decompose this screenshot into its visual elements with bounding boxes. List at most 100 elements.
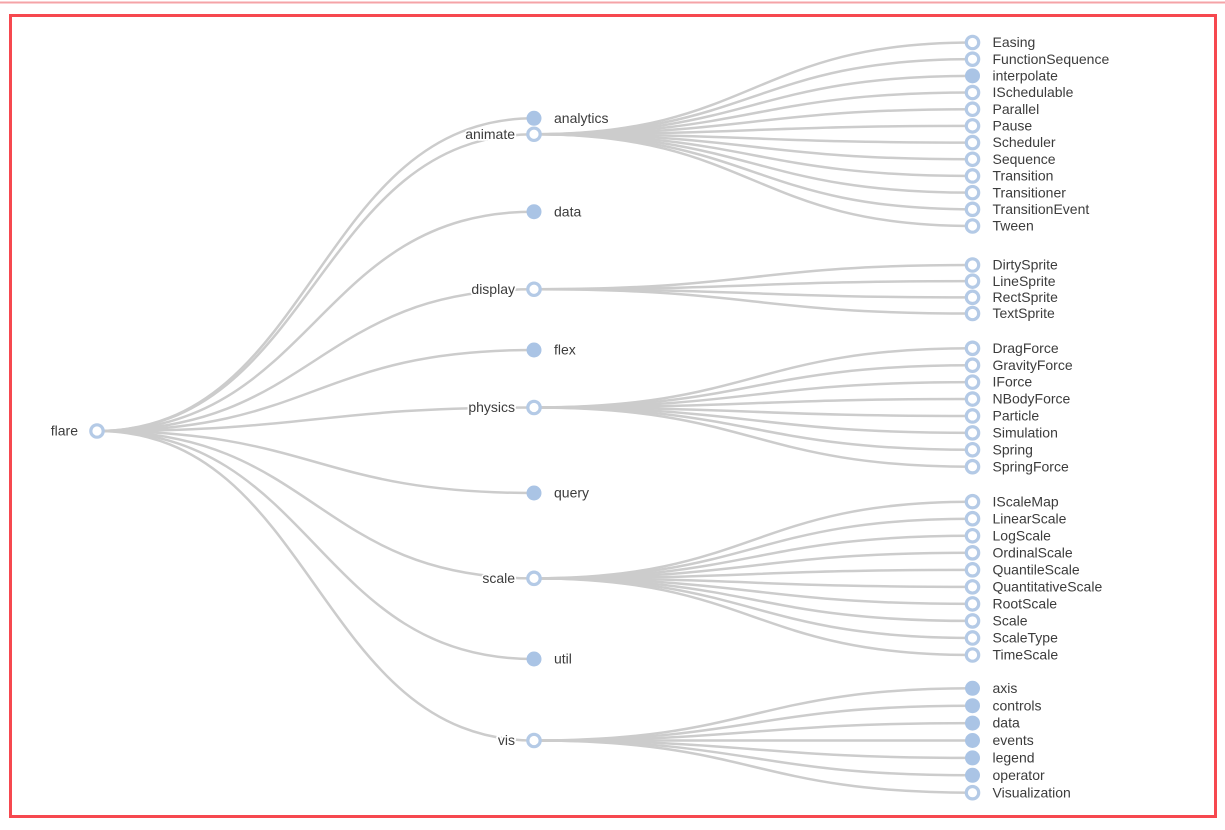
node-circle-collapsed[interactable] — [965, 715, 980, 731]
node-circle-leaf[interactable] — [964, 51, 981, 67]
node-circle-leaf[interactable] — [964, 630, 981, 646]
node-circle-leaf[interactable] — [964, 273, 981, 289]
node-circle-collapsed[interactable] — [526, 342, 542, 358]
node-circle-leaf[interactable] — [964, 134, 981, 151]
tree-node-flare-query[interactable]: query — [526, 483, 591, 502]
node-circle-expanded[interactable] — [526, 732, 542, 749]
node-circle-leaf[interactable] — [964, 118, 981, 134]
tree-node-flare-vis-axis[interactable]: axis — [965, 678, 1019, 698]
node-circle-collapsed[interactable] — [526, 485, 542, 501]
node-circle-leaf[interactable] — [964, 510, 981, 527]
tree-node-flare-scale-LogScale[interactable]: LogScale — [964, 526, 1053, 545]
node-circle-collapsed[interactable] — [965, 767, 980, 783]
node-circle-leaf[interactable] — [964, 101, 981, 118]
tree-node-flare-animate-Pause[interactable]: Pause — [964, 116, 1034, 135]
tree-node-flare-analytics[interactable]: analytics — [526, 108, 610, 128]
node-circle-leaf[interactable] — [964, 647, 981, 663]
node-circle-collapsed[interactable] — [526, 204, 542, 220]
tree-node-flare-vis[interactable]: vis — [496, 730, 542, 750]
tree-node-flare-display-DirtySprite[interactable]: DirtySprite — [964, 255, 1060, 274]
tree-node-flare-animate-TransitionEvent[interactable]: TransitionEvent — [964, 199, 1091, 219]
node-circle-collapsed[interactable] — [965, 698, 980, 714]
node-circle-leaf[interactable] — [964, 613, 981, 629]
node-circle-leaf[interactable] — [964, 596, 981, 612]
node-circle-collapsed[interactable] — [526, 110, 542, 126]
node-circle-collapsed[interactable] — [965, 733, 980, 748]
tree-node-flare-animate-ISchedulable[interactable]: ISchedulable — [964, 82, 1075, 102]
tree-node-flare-scale-TimeScale[interactable]: TimeScale — [964, 645, 1060, 664]
node-circle-leaf[interactable] — [964, 340, 981, 357]
tree-node-flare-animate-Easing[interactable]: Easing — [964, 32, 1037, 52]
node-circle-leaf[interactable] — [964, 257, 981, 273]
tree-node-flare-scale-OrdinalScale[interactable]: OrdinalScale — [964, 543, 1075, 562]
tree-node-flare-data[interactable]: data — [526, 202, 583, 221]
tree-node-flare-animate-Tween[interactable]: Tween — [964, 216, 1036, 235]
node-circle-leaf[interactable] — [964, 425, 981, 441]
node-circle-collapsed[interactable] — [965, 68, 980, 84]
node-circle-leaf[interactable] — [964, 441, 981, 458]
tree-node-flare-physics-DragForce[interactable]: DragForce — [964, 338, 1061, 358]
tree-node-flare-scale-LinearScale[interactable]: LinearScale — [964, 509, 1068, 528]
node-circle-leaf[interactable] — [964, 374, 981, 390]
node-circle-expanded[interactable] — [526, 126, 542, 143]
node-circle-leaf[interactable] — [964, 168, 981, 184]
node-circle-expanded[interactable] — [526, 570, 542, 587]
node-circle-expanded[interactable] — [89, 423, 105, 439]
tree-node-flare-animate-Sequence[interactable]: Sequence — [964, 149, 1058, 169]
tree-node-flare-util[interactable]: util — [526, 649, 574, 668]
node-circle-leaf[interactable] — [964, 527, 981, 544]
node-circle-collapsed[interactable] — [526, 651, 542, 667]
tree-node-flare-animate-Scheduler[interactable]: Scheduler — [964, 132, 1058, 152]
tree-node-flare-animate-Transitioner[interactable]: Transitioner — [964, 183, 1068, 202]
node-circle-leaf[interactable] — [964, 544, 981, 561]
tree-node-flare-display[interactable]: display — [470, 279, 542, 299]
node-circle-collapsed[interactable] — [965, 680, 980, 696]
node-circle-leaf[interactable] — [964, 391, 981, 407]
node-circle-leaf[interactable] — [964, 562, 981, 578]
node-circle-leaf[interactable] — [964, 218, 981, 234]
node-circle-leaf[interactable] — [964, 784, 981, 801]
tree-node-flare-physics[interactable]: physics — [467, 397, 542, 417]
tree-node-flare-scale[interactable]: scale — [481, 568, 542, 588]
node-circle-collapsed[interactable] — [965, 750, 980, 766]
tree-node-flare-vis-data[interactable]: data — [965, 713, 1022, 732]
tree-node-flare-physics-Particle[interactable]: Particle — [964, 406, 1041, 425]
node-circle-leaf[interactable] — [964, 458, 981, 475]
tree-node-flare-display-TextSprite[interactable]: TextSprite — [964, 303, 1057, 323]
tree-node-flare-display-RectSprite[interactable]: RectSprite — [964, 287, 1060, 307]
tree-node-flare-scale-IScaleMap[interactable]: IScaleMap — [964, 492, 1061, 511]
tree-node-flare-physics-IForce[interactable]: IForce — [964, 372, 1034, 391]
tree-node-flare-animate[interactable]: animate — [463, 124, 542, 144]
node-circle-leaf[interactable] — [964, 34, 981, 51]
tree-node-flare-physics-Spring[interactable]: Spring — [964, 440, 1035, 459]
tree-node-flare-display-LineSprite[interactable]: LineSprite — [964, 271, 1058, 291]
tree-node-flare-animate-Parallel[interactable]: Parallel — [964, 99, 1041, 119]
tree-node-flare-animate-FunctionSequence[interactable]: FunctionSequence — [964, 49, 1111, 69]
node-circle-leaf[interactable] — [964, 305, 981, 322]
node-circle-leaf[interactable] — [964, 357, 981, 374]
node-circle-leaf[interactable] — [964, 201, 981, 218]
tree-node-flare-scale-QuantitativeScale[interactable]: QuantitativeScale — [964, 577, 1104, 596]
tree-node-flare-scale-RootScale[interactable]: RootScale — [964, 594, 1059, 613]
tree-node-flare-flex[interactable]: flex — [526, 340, 578, 359]
tree-node-flare-animate-Transition[interactable]: Transition — [964, 166, 1055, 185]
node-circle-leaf[interactable] — [964, 84, 981, 101]
tree-node-flare-scale-Scale[interactable]: Scale — [964, 611, 1029, 630]
node-circle-leaf[interactable] — [964, 289, 981, 306]
node-circle-leaf[interactable] — [964, 408, 981, 424]
node-circle-expanded[interactable] — [526, 399, 542, 416]
tree-node-flare[interactable]: flare — [49, 421, 105, 440]
tree-node-flare-vis-events[interactable]: events — [965, 730, 1036, 750]
tree-node-flare-scale-QuantileScale[interactable]: QuantileScale — [964, 560, 1082, 579]
tree-node-flare-vis-Visualization[interactable]: Visualization — [964, 783, 1073, 802]
tree-node-flare-animate-interpolate[interactable]: interpolate — [965, 66, 1060, 85]
tree-node-flare-physics-GravityForce[interactable]: GravityForce — [964, 355, 1075, 375]
node-circle-leaf[interactable] — [964, 151, 981, 168]
tree-node-flare-physics-SpringForce[interactable]: SpringForce — [964, 457, 1071, 476]
tree-node-flare-physics-Simulation[interactable]: Simulation — [964, 423, 1060, 442]
node-circle-leaf[interactable] — [964, 579, 981, 595]
tree-node-flare-vis-controls[interactable]: controls — [965, 696, 1043, 715]
tree-node-flare-physics-NBodyForce[interactable]: NBodyForce — [964, 389, 1072, 408]
node-circle-leaf[interactable] — [964, 493, 981, 510]
node-circle-leaf[interactable] — [964, 184, 981, 201]
